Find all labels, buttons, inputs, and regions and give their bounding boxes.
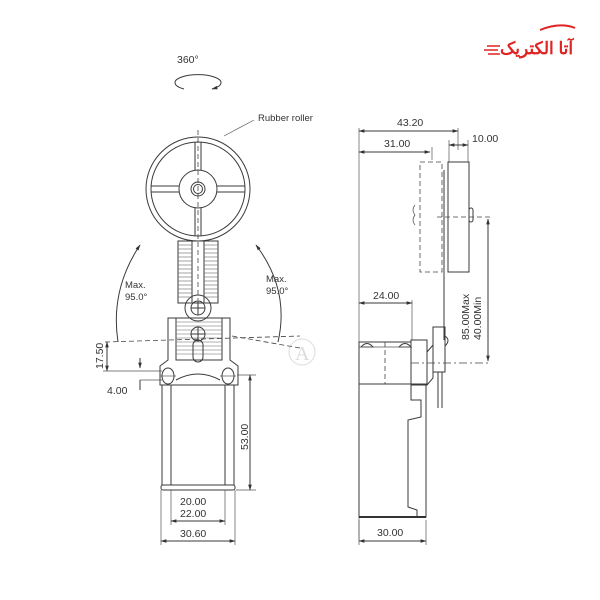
- dim-53-00: 53.00: [239, 424, 251, 450]
- dim-30-00: 30.00: [377, 527, 403, 539]
- dim-22-00: 22.00: [180, 508, 206, 520]
- rotation-label: 360°: [177, 54, 199, 66]
- dim-17-50: 17.50: [94, 343, 106, 369]
- side-view: 43.20 31.00 10.00 24.00: [358, 117, 498, 545]
- brand-logo: آتا الکتریک: [484, 24, 576, 59]
- logo-swoosh-icon: [539, 24, 576, 31]
- front-view: 360° Rubber roller: [94, 54, 313, 545]
- roller-wheel: [145, 130, 251, 300]
- dim-85-max: 85.00Max: [460, 293, 472, 340]
- dim-40-min: 40.00Min: [472, 297, 484, 340]
- swing-left-max: Max.: [125, 280, 146, 291]
- dim-43-20: 43.20: [397, 117, 423, 129]
- swing-arc-left-icon: [115, 244, 141, 343]
- dim-24-00: 24.00: [373, 290, 399, 302]
- watermark-logo: A: [288, 338, 316, 366]
- rubber-roller-label: Rubber roller: [258, 113, 313, 124]
- switch-body: [160, 384, 236, 491]
- switch-head: [159, 317, 239, 386]
- lever-arm: [177, 240, 219, 322]
- swing-left-angle: 95.0°: [125, 292, 147, 303]
- dim-20-00: 20.00: [180, 496, 206, 508]
- dim-10-00: 10.00: [472, 133, 498, 145]
- body-side: [358, 383, 427, 518]
- swing-arc-right-icon: [255, 244, 282, 343]
- dim-4-00: 4.00: [107, 385, 128, 397]
- brand-logo-text: آتا الکتریک: [500, 37, 574, 59]
- swing-right-angle: 95.0°: [266, 286, 288, 297]
- rotation-arrow-icon: [174, 74, 222, 90]
- watermark-letter: A: [295, 343, 310, 365]
- swing-right-max: Max.: [266, 274, 287, 285]
- speed-lines-icon: [484, 45, 500, 55]
- dim-30-60: 30.60: [180, 528, 206, 540]
- dim-31-00: 31.00: [384, 138, 410, 150]
